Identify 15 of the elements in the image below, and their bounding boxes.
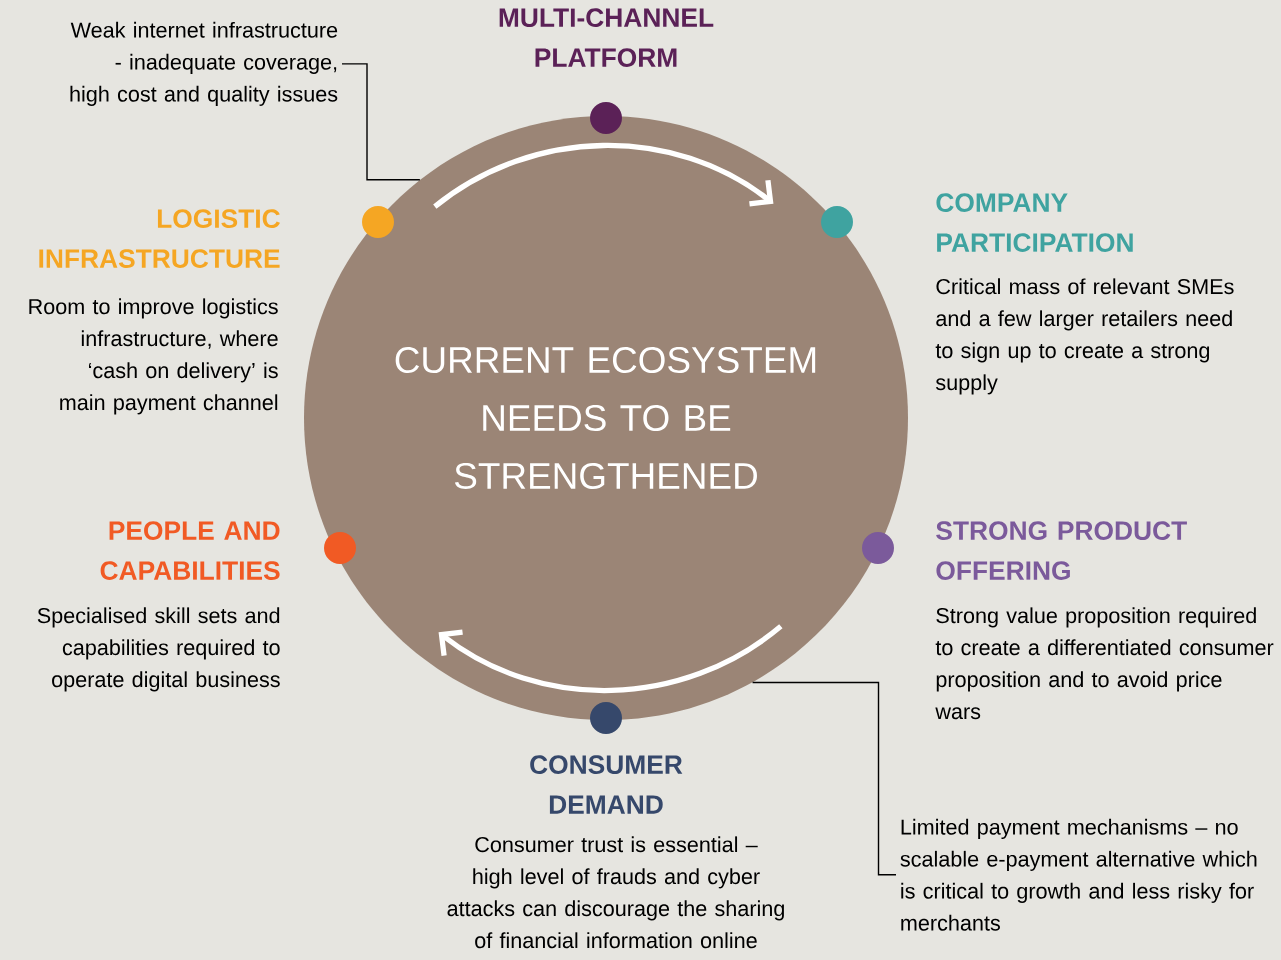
heading-text: STRONG PRODUCT OFFERING <box>936 521 1187 580</box>
body-text: Specialised skill sets and capabilities required to operate digital business <box>37 607 280 692</box>
leader-line <box>341 63 421 181</box>
heading-text: LOGISTIC INFRASTRUCTURE <box>39 209 280 268</box>
heading-text: MULTI-CHANNEL PLATFORM <box>499 8 714 67</box>
body-text: Critical mass of relevant SMEs and a few larger retailers need to sign up to create a strong supply <box>935 278 1234 395</box>
heading-text: PEOPLE AND CAPABILITIES <box>100 521 280 580</box>
body-text: Strong value proposition required to create a differentiated consumer proposition and to avoid price wars <box>935 607 1274 720</box>
heading-text: COMPANY PARTICIPATION <box>936 193 1133 252</box>
note-text: Weak internet infrastructure - inadequate coverage, high cost and quality issues <box>70 21 338 106</box>
leader-line <box>751 681 897 876</box>
heading-text: CONSUMER DEMAND <box>530 755 683 814</box>
note-text: Limited payment mechanisms – no scalable e-payment alternative which is critical to growth and less risky for merchants <box>900 818 1257 931</box>
body-text: Consumer trust is essential – high level of frauds and cyber attacks can discourage the sharing of financial information online <box>447 836 784 949</box>
body-text: Room to improve logistics infrastructure, where ‘cash on delivery’ is main payment channel <box>29 298 278 415</box>
